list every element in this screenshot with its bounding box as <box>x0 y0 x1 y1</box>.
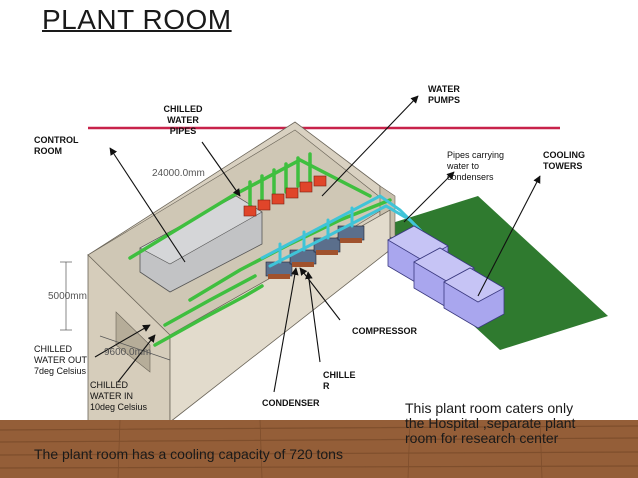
arrow-condenser <box>273 267 299 393</box>
label-dim-height: 5000mm <box>48 291 87 302</box>
wood-floor <box>0 419 638 478</box>
label-dim-length: 24000.0mm <box>152 168 205 179</box>
arrow-cooling-towers <box>477 175 541 297</box>
label-control-room: CONTROL ROOM <box>34 135 79 156</box>
arrow-pipes-carrying <box>403 171 455 223</box>
caption-hospital: This plant room caters only the Hospital… <box>405 400 576 446</box>
label-chilled-water-in: CHILLED WATER IN 10deg Celsius <box>90 380 148 412</box>
label-compressor: COMPRESSOR <box>352 326 418 336</box>
arrow-control-room <box>109 147 186 263</box>
label-chilled-water-pipes: CHILLED WATER PIPES <box>163 104 203 136</box>
arrow-chilled-water-pipes <box>201 141 241 197</box>
annotation-arrows <box>94 95 541 393</box>
water-pumps <box>243 175 327 217</box>
door-opening <box>115 311 151 373</box>
label-pipes-carrying: Pipes carrying water to condensers <box>447 150 505 182</box>
label-cooling-towers: COOLING TOWERS <box>543 150 585 171</box>
cooling-tower-lawn <box>370 196 608 350</box>
slide-title: PLANT ROOM <box>42 4 232 35</box>
label-dim-width: 9600.0mm <box>104 347 152 358</box>
caption-capacity: The plant room has a cooling capacity of… <box>34 446 343 462</box>
label-water-pumps: WATER PUMPS <box>428 84 461 105</box>
label-chiller: CHILLE R <box>323 370 356 391</box>
label-chilled-water-out: CHILLED WATER OUT 7deg Celsius <box>34 344 87 376</box>
dimension-lines <box>60 261 171 361</box>
arrow-chiller <box>305 271 321 363</box>
label-condenser: CONDENSER <box>262 398 320 408</box>
arrow-chilled-in <box>117 334 156 383</box>
arrow-water-pumps <box>321 95 419 197</box>
cooling-towers <box>387 225 505 329</box>
arrow-chilled-out <box>94 324 151 358</box>
